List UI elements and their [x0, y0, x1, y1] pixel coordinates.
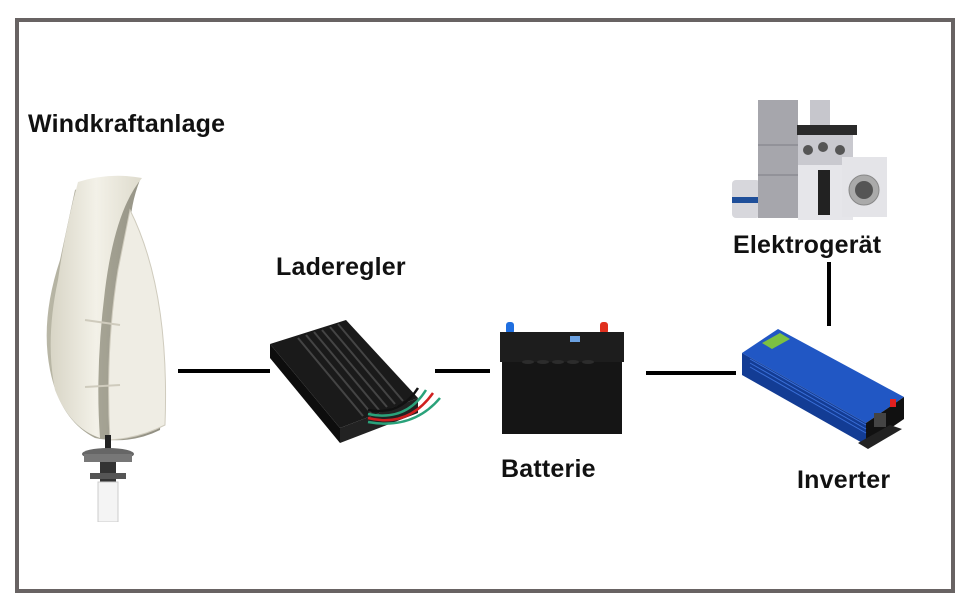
connector-battery-inverter — [646, 371, 736, 375]
wind-turbine-label: Windkraftanlage — [28, 110, 226, 138]
appliance-label: Elektrogerät — [733, 231, 882, 259]
battery-icon — [500, 322, 624, 434]
inverter-icon — [742, 329, 904, 449]
appliances-icon — [732, 100, 887, 220]
diagram-frame — [15, 18, 955, 593]
charge-controller-label: Laderegler — [276, 253, 406, 281]
battery-label: Batterie — [501, 455, 596, 483]
wind-turbine-icon — [46, 175, 167, 522]
connector-inverter-appliance — [827, 262, 831, 326]
inverter-label: Inverter — [797, 466, 891, 494]
connector-wind-controller — [178, 369, 270, 373]
connector-controller-battery — [435, 369, 490, 373]
charge-controller-icon — [270, 320, 441, 443]
